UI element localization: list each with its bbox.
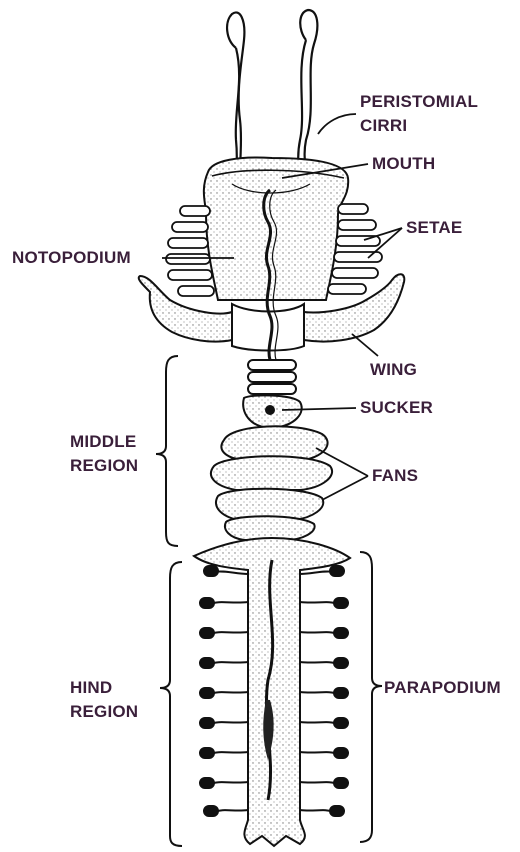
peristomial-cirri-label-line1: PERISTOMIAL (360, 90, 478, 114)
middle-region-label-line1: MIDDLE (70, 430, 138, 454)
parapodia-right (300, 566, 348, 816)
middle-region-brace (156, 356, 178, 546)
hind-region-label-line1: HIND (70, 676, 138, 700)
hind-region-label: HIND REGION (70, 676, 138, 724)
peristomial-cirri (227, 10, 317, 182)
notopodium-label: NOTOPODIUM (12, 246, 131, 270)
parapodium-brace (360, 552, 382, 842)
parapodium-label: PARAPODIUM (384, 676, 501, 700)
fans (211, 426, 332, 540)
middle-region-label-line2: REGION (70, 454, 138, 478)
setae-label: SETAE (406, 216, 462, 240)
fans-label: FANS (372, 464, 418, 488)
hind-region-brace (160, 562, 182, 846)
peristomial-cirri-leader (318, 114, 356, 134)
mouth-label: MOUTH (372, 152, 435, 176)
middle-region-label: MIDDLE REGION (70, 430, 138, 478)
parapodia-left (200, 566, 248, 816)
hind-region-label-line2: REGION (70, 700, 138, 724)
peristomial-cirri-label: PERISTOMIAL CIRRI (360, 90, 478, 138)
peristomial-cirri-label-line2: CIRRI (360, 114, 478, 138)
sucker (243, 395, 302, 428)
neck-rings (248, 360, 296, 394)
wing-label: WING (370, 358, 417, 382)
wing-leader (352, 334, 378, 356)
sucker-label: SUCKER (360, 396, 433, 420)
